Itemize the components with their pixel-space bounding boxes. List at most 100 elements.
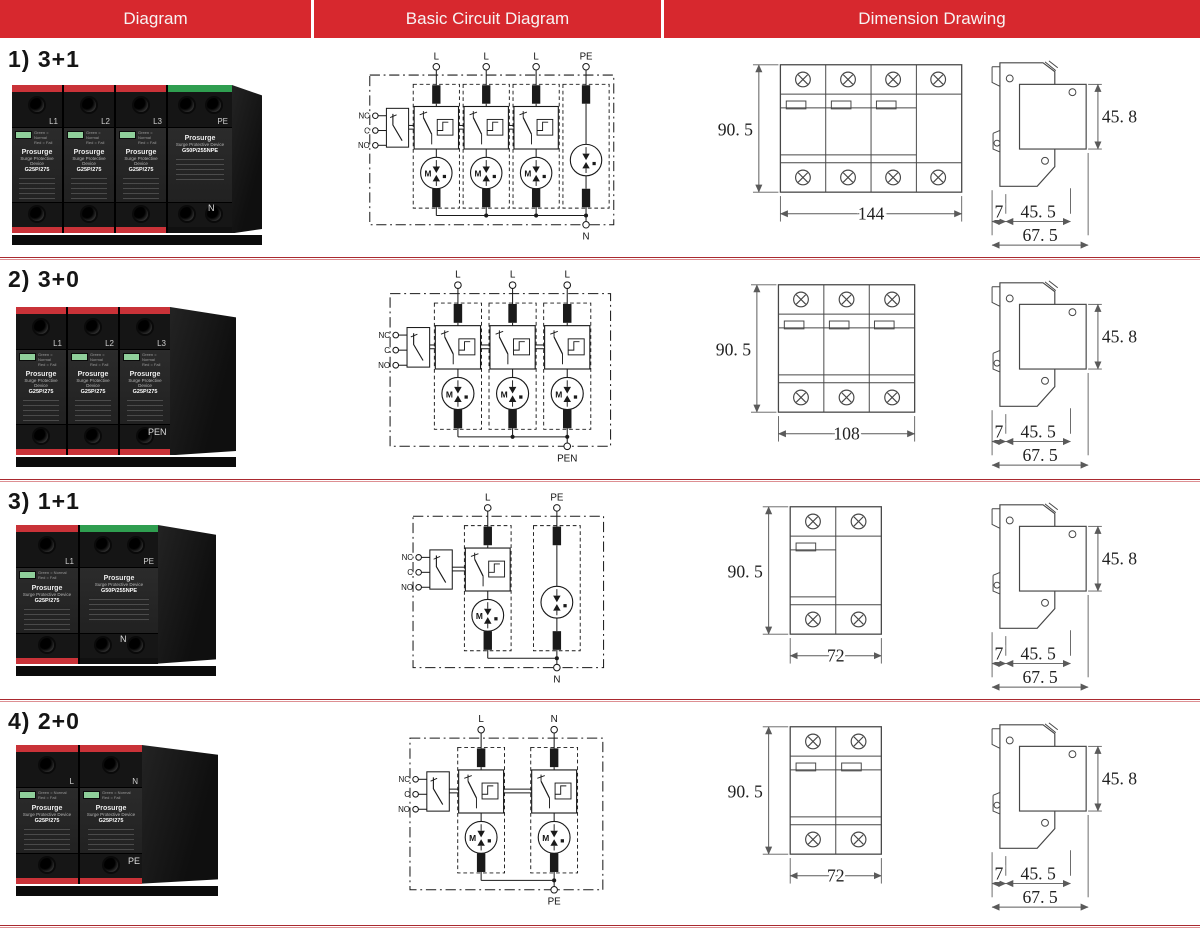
svg-text:M: M [542,833,549,843]
front-depth-dim: 45. 5 [1021,864,1056,884]
module-cap [16,525,78,532]
side-view: 45. 8 7 45. 5 67. 5 [992,723,1140,910]
din-rail [16,885,218,896]
product-line: Surge Protective Device [76,378,110,389]
front-depth-dim: 45. 5 [1021,422,1056,442]
module-cap [16,307,66,314]
bottom-terminal [64,202,114,228]
block-height-dim: 45. 8 [1102,327,1137,347]
bottom-cap [16,877,78,884]
spd-module: L3 Green = Normal Red = Fail Prosurge Su… [120,307,170,456]
bottom-cap [16,449,66,456]
spd-module: L2 Green = Normal Red = Fail Prosurge Su… [64,85,114,234]
terminal-hole [82,98,96,112]
product-line: Surge Protective Device [86,811,136,817]
terminal-hole [30,98,44,112]
spec-fineprint [74,398,112,423]
module-cap [120,307,170,314]
spd-module: L3 Green = Normal Red = Fail Prosurge Su… [116,85,166,234]
svg-text:M: M [476,611,483,621]
product-line: Surge Protective Device [72,156,106,167]
terminal-hole [129,538,144,552]
model-label: G25P/275 [34,817,60,824]
terminal-hole [180,207,195,222]
brand-label: Prosurge [77,371,109,379]
indicator-note: Green = Normal Red = Fail [86,130,105,145]
front-depth-dim: 45. 5 [1021,644,1056,664]
spec-fineprint [176,157,224,181]
top-terminal: L [16,752,78,787]
total-depth-dim: 67. 5 [1022,225,1057,245]
terminal-label: L [69,777,74,786]
product-line: Surge Protective Device [22,591,72,597]
row-label: 4) 2+0 [8,708,80,734]
svg-text:NC: NC [402,553,414,562]
svg-text:L: L [478,714,484,725]
front-view: 90. 5 144 [715,64,963,226]
indicator-note: Green = Normal Red = Fail [38,570,67,580]
row-label: 3) 1+1 [8,488,80,514]
product-line: Surge Protective Device [24,378,58,389]
front-depth-dim: 45. 5 [1021,202,1056,222]
rail-dim: 7 [995,864,1004,884]
terminal-label: L1 [49,117,58,126]
brand-label: Prosurge [31,804,63,812]
terminal-label: L1 [53,339,62,348]
top-terminal: PE [168,92,232,127]
status-window [83,791,100,799]
terminal-label: L3 [157,339,166,348]
terminal-label: L1 [65,557,74,566]
top-terminal: L1 [16,314,66,349]
product-photo-2plus0: L Green = Normal Red = Fail Prosurge Sur… [16,745,218,896]
indicator-note: Green = Normal Red = Fail [38,352,57,367]
top-terminal: PE [80,532,158,567]
svg-text:N: N [551,714,558,725]
side-view: 45. 8 7 45. 5 67. 5 [992,503,1140,690]
terminal-hole [40,538,54,552]
din-rail [12,235,262,246]
product-photo-1plus1: L1 Green = Normal Red = Fail Prosurge Su… [16,525,216,676]
spd-module: L Green = Normal Red = Fail Prosurge Sur… [16,745,78,884]
status-window [19,791,36,799]
bottom-terminal [68,424,118,450]
block-height-dim: 45. 8 [1102,107,1137,127]
device-side [142,745,218,884]
bottom-cap [116,227,166,234]
product-line: Surge Protective Device [128,378,162,389]
bottom-terminal [80,632,158,658]
circuit-diagram-3plus0: L L L M M M PEN NC C NO [378,270,612,464]
model-label: G25P/275 [76,167,102,174]
spec-fineprint [126,398,164,423]
terminal-hole [134,98,148,112]
indicator-note: Green = Normal Red = Fail [34,130,53,145]
terminal-label: L3 [153,117,162,126]
rail-dim: 7 [995,422,1004,442]
terminal-hole [138,429,152,444]
bottom-cap [16,657,78,664]
rail-dim: 7 [995,202,1004,222]
status-window [19,571,36,579]
device: L1 Green = Normal Red = Fail Prosurge Su… [12,85,262,234]
row-2plus0: 4) 2+0 L Green = Normal Red = Fail Prosu… [0,703,1200,923]
terminal-label: PE [217,117,228,126]
svg-text:L: L [455,270,461,281]
terminal-hole [180,98,195,112]
device-side [232,85,262,234]
spd-module: L1 Green = Normal Red = Fail Prosurge Su… [16,525,78,664]
terminal-hole [129,637,144,652]
top-terminal: L1 [12,92,62,127]
svg-text:NC: NC [399,775,411,784]
terminal-hole [40,857,54,872]
row-label: 1) 3+1 [8,46,80,72]
bottom-border [0,925,1200,928]
module-cap [80,525,158,532]
spd-module: L1 Green = Normal Red = Fail Prosurge Su… [12,85,62,234]
circuit-diagram-1plus1: L PE M N NC C NO [401,492,605,686]
device: L1 Green = Normal Red = Fail Prosurge Su… [16,307,236,456]
model-label: G25P/275 [132,389,158,396]
svg-text:NC: NC [358,112,370,121]
side-view: 45. 8 7 45. 5 67. 5 [992,281,1140,468]
svg-text:NO: NO [401,583,413,592]
model-label: G25P/275 [24,167,50,174]
top-terminal: N [80,752,142,787]
